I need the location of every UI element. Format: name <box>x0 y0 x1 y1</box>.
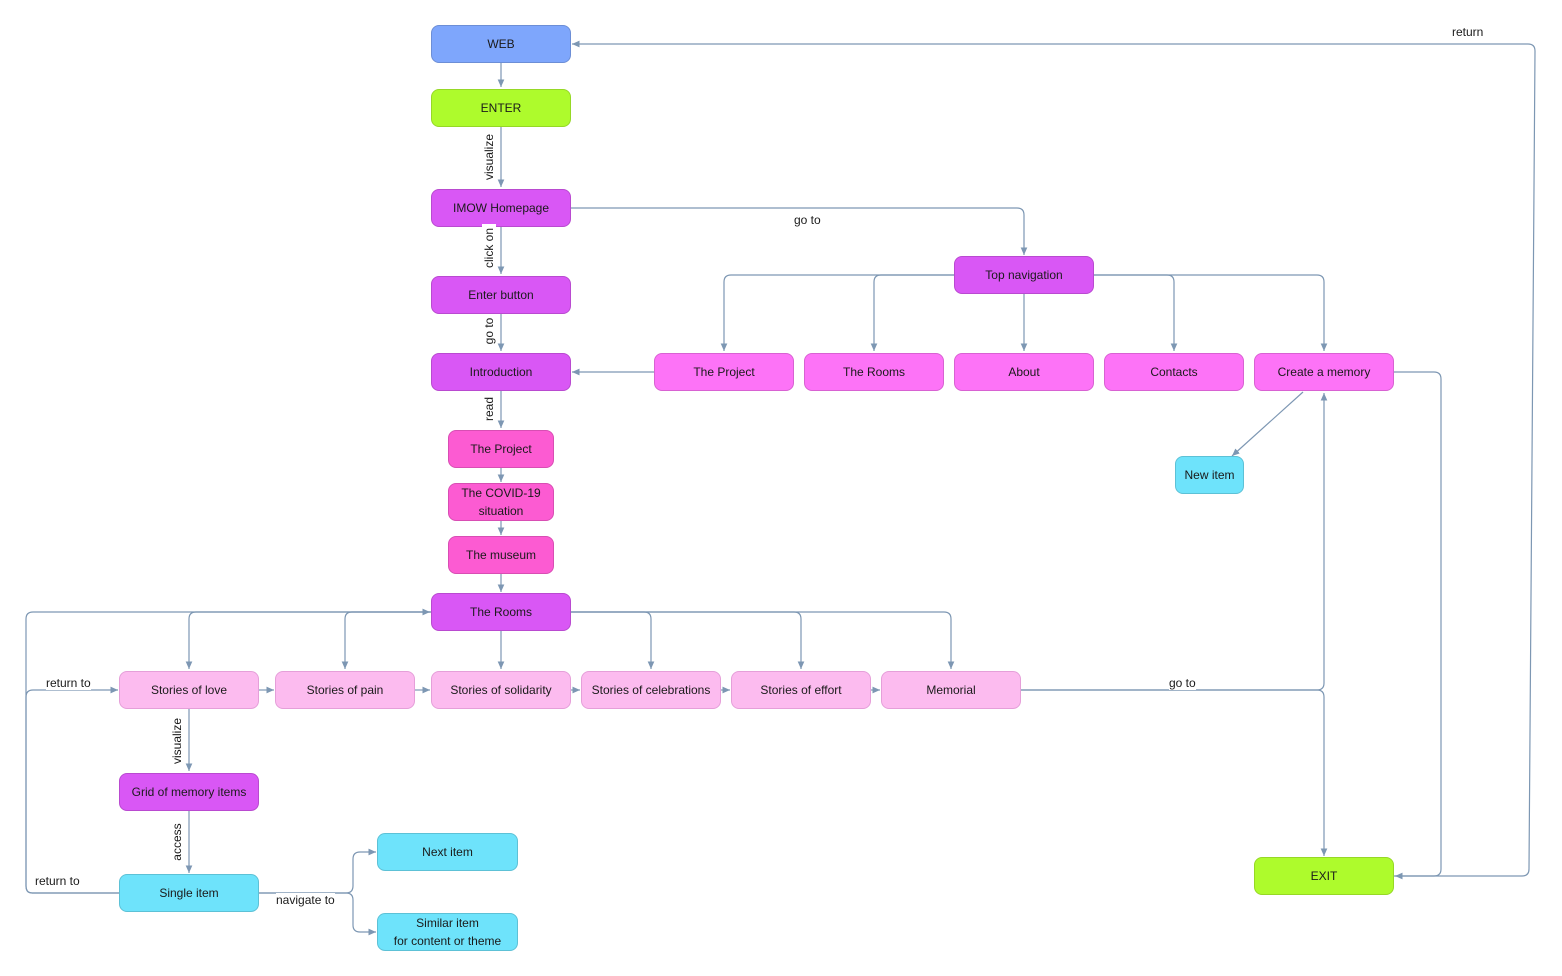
label-read: read <box>482 395 496 423</box>
node-nav-the-rooms: The Rooms <box>804 353 944 391</box>
edge-topnav-create <box>1093 274 1328 351</box>
node-stories-of-solidarity: Stories of solidarity <box>431 671 571 709</box>
node-next-item: Next item <box>377 833 518 871</box>
node-covid-situation: The COVID-19 situation <box>448 483 554 521</box>
node-enter: ENTER <box>431 89 571 127</box>
edge-single-similar <box>258 892 376 936</box>
node-stories-of-effort: Stories of effort <box>731 671 871 709</box>
label-visualize-1: visualize <box>482 130 496 184</box>
node-imow-homepage: IMOW Homepage <box>431 189 571 227</box>
edge-create-exit <box>1393 371 1442 880</box>
node-introduction: Introduction <box>431 353 571 391</box>
node-new-item: New item <box>1175 456 1244 494</box>
label-go-to-top: go to <box>794 213 821 227</box>
node-intro-the-project: The Project <box>448 430 554 468</box>
node-stories-of-love: Stories of love <box>119 671 259 709</box>
node-nav-about: About <box>954 353 1094 391</box>
label-navigate-to: navigate to <box>276 893 335 907</box>
node-memorial: Memorial <box>881 671 1021 709</box>
node-similar-item: Similar item for content or theme <box>377 913 518 951</box>
node-stories-of-pain: Stories of pain <box>275 671 415 709</box>
label-go-to-1: go to <box>482 314 496 348</box>
label-return-to-2: return to <box>35 874 80 888</box>
label-return-to-1: return to <box>46 676 91 690</box>
label-click-on: click on <box>482 224 496 272</box>
edge-single-love <box>25 686 120 894</box>
edge-create-newitem <box>1231 391 1304 457</box>
node-nav-contacts: Contacts <box>1104 353 1244 391</box>
edge-topnav-rooms <box>870 274 955 351</box>
label-access: access <box>170 820 184 864</box>
edge-rooms-effort <box>570 611 805 669</box>
node-single-item: Single item <box>119 874 259 912</box>
node-nav-the-project: The Project <box>654 353 794 391</box>
node-grid-of-memory-items: Grid of memory items <box>119 773 259 811</box>
edge-topnav-project <box>720 274 955 351</box>
edge-single-next <box>258 848 376 894</box>
edge-rooms-memorial <box>570 611 955 669</box>
edge-memorial-create <box>1020 393 1328 691</box>
label-return-top: return <box>1452 25 1484 39</box>
node-top-navigation: Top navigation <box>954 256 1094 294</box>
node-web: WEB <box>431 25 571 63</box>
edge-rooms-celebrations <box>570 611 655 669</box>
node-nav-create-memory: Create a memory <box>1254 353 1394 391</box>
node-enter-button: Enter button <box>431 276 571 314</box>
edge-memorial-exit <box>1020 689 1328 856</box>
node-stories-of-celebrations: Stories of celebrations <box>581 671 721 709</box>
label-visualize-2: visualize <box>170 714 184 768</box>
edge-single-rooms <box>25 608 430 894</box>
node-exit: EXIT <box>1254 857 1394 895</box>
edge-rooms-pain <box>341 611 432 669</box>
edge-homepage-topnav <box>570 207 1028 255</box>
edge-topnav-contacts <box>1093 274 1178 351</box>
edge-rooms-love <box>185 611 432 669</box>
node-the-museum: The museum <box>448 536 554 574</box>
node-the-rooms: The Rooms <box>431 593 571 631</box>
edge-exit-web <box>572 40 1536 877</box>
label-go-to-exit: go to <box>1169 676 1196 690</box>
